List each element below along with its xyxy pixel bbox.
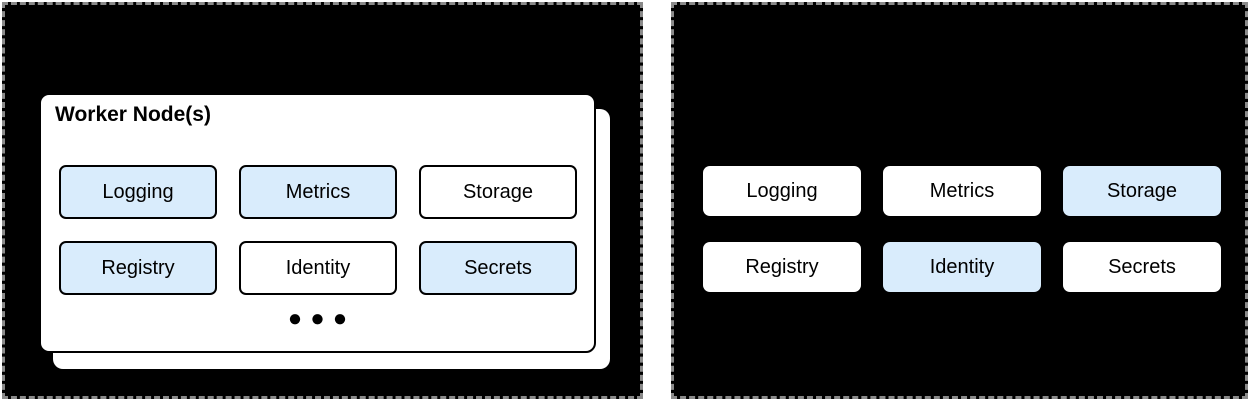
worker-node-panel: Worker Node(s) Logging Metrics Storage R…: [2, 2, 643, 399]
service-box-registry: Registry: [703, 242, 861, 292]
service-box-storage: Storage: [1063, 166, 1221, 216]
card-title: Worker Node(s): [55, 103, 211, 126]
service-box-registry: Registry: [59, 241, 217, 295]
more-services-ellipsis: ●●●: [287, 305, 356, 332]
service-box-identity: Identity: [883, 242, 1041, 292]
service-box-identity: Identity: [239, 241, 397, 295]
services-panel: Logging Metrics Storage Registry Identit…: [671, 2, 1248, 399]
service-box-secrets: Secrets: [419, 241, 577, 295]
service-box-secrets: Secrets: [1063, 242, 1221, 292]
service-box-logging: Logging: [703, 166, 861, 216]
service-box-metrics: Metrics: [239, 165, 397, 219]
service-box-storage: Storage: [419, 165, 577, 219]
service-box-logging: Logging: [59, 165, 217, 219]
service-box-metrics: Metrics: [883, 166, 1041, 216]
worker-node-card: Worker Node(s) Logging Metrics Storage R…: [39, 93, 596, 353]
